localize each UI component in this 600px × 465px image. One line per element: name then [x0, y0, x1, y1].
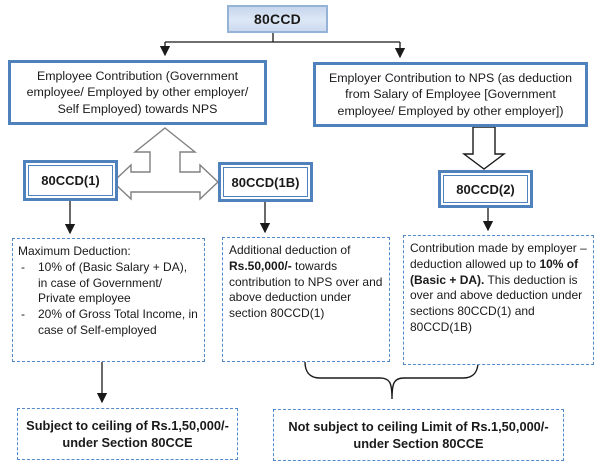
maximum-deduction-item: - 20% of Gross Total Income, in case of …	[18, 307, 198, 339]
maximum-deduction-item-text: 20% of Gross Total Income, in case of Se…	[38, 307, 198, 338]
employee-contribution-line: Employee Contribution (Government	[36, 68, 239, 83]
box-not-subject-to-ceiling: Not subject to ceiling Limit of Rs.1,50,…	[273, 409, 564, 461]
node-80ccd: 80CCD	[227, 5, 328, 33]
additional-deduction-text: Additional deduction of	[229, 243, 351, 257]
node-employer-contribution: Employer Contribution to NPS (as deducti…	[313, 62, 588, 127]
node-80ccd1b: 80CCD(1B)	[218, 162, 313, 202]
additional-deduction-amount: Rs.50,000/-	[229, 258, 292, 273]
list-bullet: -	[21, 307, 25, 322]
three-way-arrow	[111, 127, 220, 201]
block-down-arrow	[461, 126, 507, 170]
node-80ccd1: 80CCD(1)	[23, 160, 118, 201]
employer-deduction-text: Contribution made by employer – deductio…	[410, 241, 587, 271]
employer-contribution-line: from Salary of Employee [Government	[345, 87, 556, 102]
node-80ccd2: 80CCD(2)	[438, 170, 533, 208]
additional-deduction-text: towards contribution to NPS over and abo…	[229, 258, 383, 321]
node-80ccd1b-label: 80CCD(1B)	[223, 167, 308, 197]
employer-deduction-text: This deduction is over and above deducti…	[410, 272, 583, 335]
node-employee-contribution: Employee Contribution (Government employ…	[8, 60, 267, 125]
box-additional-deduction: Additional deduction of Rs.50,000/- towa…	[222, 237, 390, 362]
subject-ceiling-line: Subject to ceiling of Rs.1,50,000/-	[26, 417, 229, 433]
maximum-deduction-title: Maximum Deduction:	[18, 244, 131, 258]
employer-deduction-limit: 10% of (Basic + DA).	[410, 256, 579, 287]
maximum-deduction-item-text: 10% of (Basic Salary + DA), in case of G…	[38, 259, 188, 306]
box-subject-to-ceiling: Subject to ceiling of Rs.1,50,000/- unde…	[17, 408, 238, 460]
curly-brace	[304, 361, 479, 400]
employee-contribution-line: Self Employed) towards NPS	[57, 101, 218, 116]
list-bullet: -	[21, 259, 25, 274]
employer-contribution-line: Employer Contribution to NPS (as deducti…	[328, 70, 573, 85]
not-subject-ceiling-line: Not subject to ceiling Limit of Rs.1,50,…	[288, 418, 549, 434]
not-subject-ceiling-line: under Section 80CCE	[353, 436, 484, 451]
node-80ccd1-label: 80CCD(1)	[28, 165, 113, 196]
maximum-deduction-item: - 10% of (Basic Salary + DA), in case of…	[18, 260, 198, 307]
node-80ccd-label: 80CCD	[254, 11, 301, 27]
subject-ceiling-line: under Section 80CCE	[62, 435, 193, 450]
box-maximum-deduction: Maximum Deduction: - 10% of (Basic Salar…	[12, 238, 205, 362]
employee-contribution-line: employee/ Employed by other employer/	[26, 85, 249, 100]
connector-root-tree	[165, 33, 400, 43]
node-80ccd2-label: 80CCD(2)	[443, 175, 528, 203]
box-employer-deduction: Contribution made by employer – deductio…	[403, 235, 594, 365]
employer-contribution-line: employee/ Employed by other employer])	[337, 103, 564, 118]
